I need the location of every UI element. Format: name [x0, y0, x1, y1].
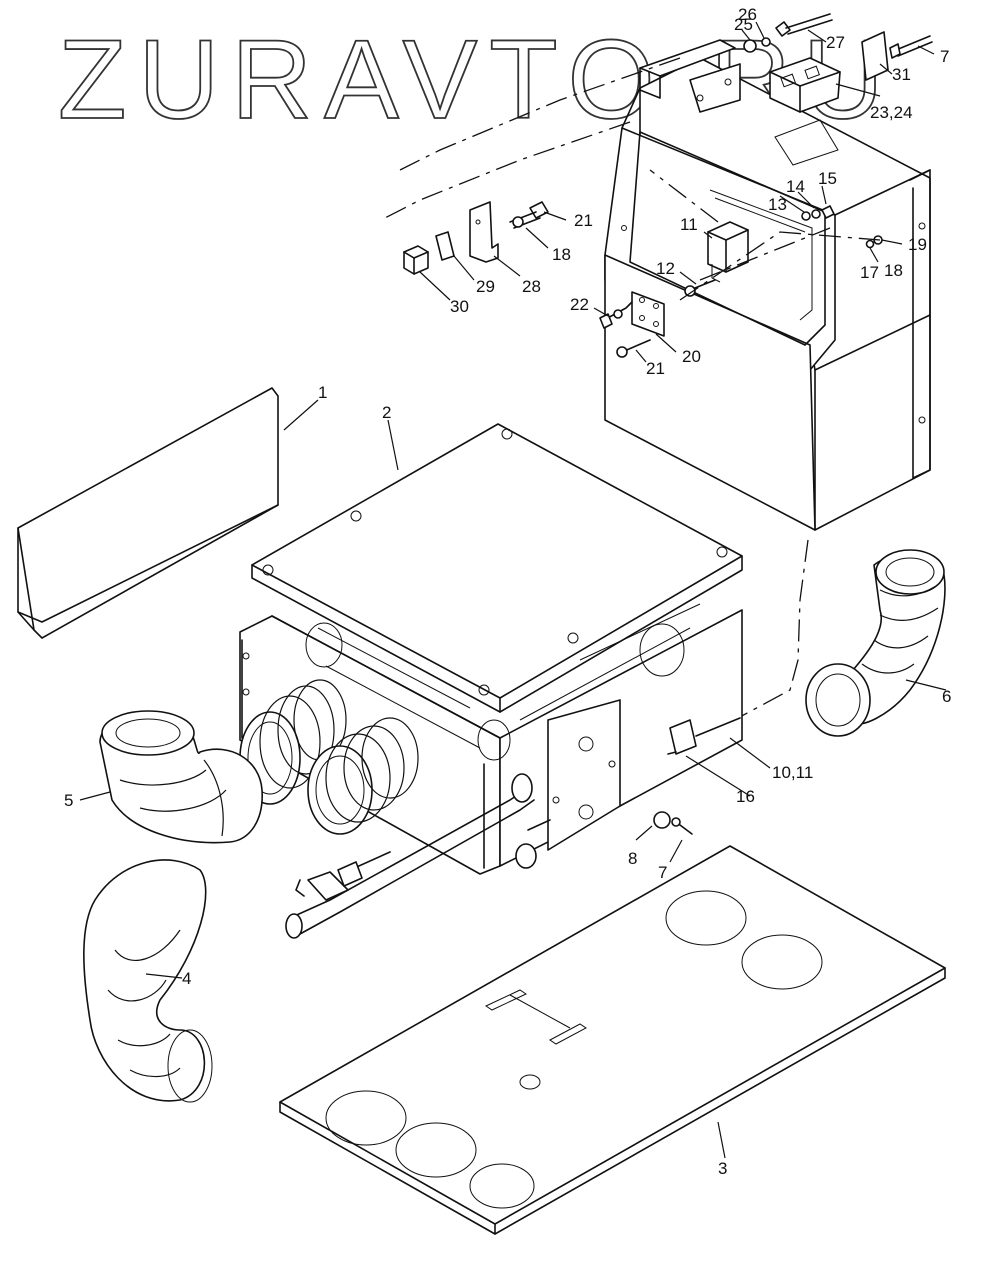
callout-11: 11	[680, 215, 698, 234]
nut-8	[653, 811, 671, 829]
sensor-22	[599, 301, 633, 329]
part-2-top-plate	[251, 423, 743, 713]
bolt-27-washers	[743, 13, 833, 53]
callout-10-11: 10,11	[772, 763, 813, 782]
leader-lines	[79, 21, 947, 1159]
callout-4: 4	[182, 969, 191, 988]
part-4-bent-hose	[83, 859, 213, 1103]
heater-body	[239, 603, 743, 875]
callout-29: 29	[476, 277, 495, 296]
part-6-elbow-hose	[805, 549, 946, 737]
callout-30: 30	[450, 297, 469, 316]
callout-18-left: 18	[552, 245, 571, 264]
mounting-plate-20	[631, 291, 665, 337]
callout-labels: 1 2 3 4 5 6 7 7 8 10,11 11 12 13 14 15 1…	[64, 5, 951, 1178]
nuts-13-14-15	[801, 205, 835, 221]
relay-11	[707, 221, 749, 283]
water-pipe-valve	[285, 773, 551, 939]
bolt-21-lower	[616, 339, 651, 358]
top-bracket	[639, 39, 741, 113]
callout-17: 17	[860, 263, 879, 282]
part-1-side-panel	[17, 387, 279, 639]
callout-6: 6	[942, 687, 951, 706]
callout-26: 26	[738, 5, 757, 24]
callout-3: 3	[718, 1159, 727, 1178]
thermostat-sensor	[667, 717, 741, 755]
corrugated-outlet-right	[307, 717, 419, 835]
callout-16: 16	[736, 787, 755, 806]
callout-12: 12	[656, 259, 675, 278]
callout-5: 5	[64, 791, 73, 810]
part-3-bottom-panel	[279, 845, 946, 1235]
callout-25: 25	[734, 15, 753, 34]
callout-23-24: 23,24	[870, 103, 913, 122]
bracket-31-bolt-7	[861, 31, 933, 81]
callout-19: 19	[908, 235, 927, 254]
rocker-switch	[769, 57, 841, 113]
screw-12	[684, 279, 716, 297]
callout-7-lower: 7	[658, 863, 667, 882]
gasket-29	[435, 231, 455, 261]
bolt-7-lower	[671, 817, 693, 835]
cover-30	[403, 245, 429, 275]
callout-21-upper: 21	[574, 211, 593, 230]
callout-13: 13	[768, 195, 787, 214]
callout-31: 31	[892, 65, 911, 84]
callout-7-upper: 7	[940, 47, 949, 66]
assembly-dash-lines	[384, 57, 881, 761]
callout-22: 22	[570, 295, 589, 314]
callout-18-right: 18	[884, 261, 903, 280]
callout-14: 14	[786, 177, 805, 196]
callout-20: 20	[682, 347, 701, 366]
callout-1: 1	[318, 383, 327, 402]
part-5-elbow-hose	[99, 710, 263, 844]
callout-2: 2	[382, 403, 391, 422]
bolt-21-upper	[509, 201, 549, 229]
callout-21-lower: 21	[646, 359, 665, 378]
callout-28: 28	[522, 277, 541, 296]
callout-15: 15	[818, 169, 837, 188]
bracket-28	[469, 201, 499, 263]
callout-8: 8	[628, 849, 637, 868]
callout-27: 27	[826, 33, 845, 52]
